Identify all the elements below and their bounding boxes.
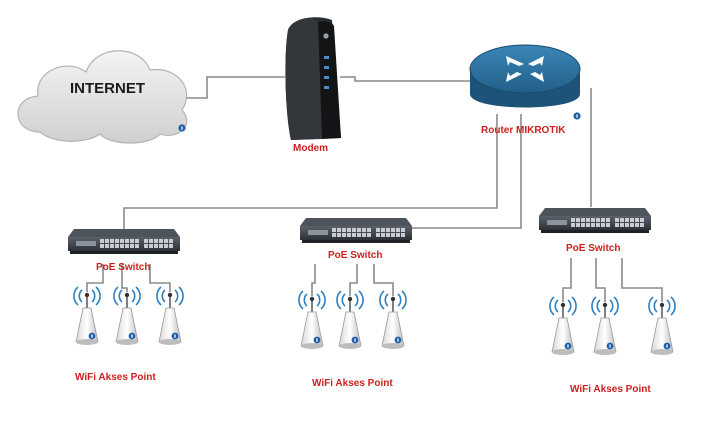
wifi-access-point-icon [336, 290, 364, 350]
cable-modem-router [340, 76, 472, 82]
cable-internet-modem [182, 76, 285, 99]
router-label: Router MIKROTIK [481, 125, 566, 136]
cable-sw1-ap1 [86, 264, 104, 292]
cable-sw2-ap3 [373, 264, 394, 296]
modem-icon [285, 17, 341, 141]
wifi-access-point-icon [379, 290, 407, 350]
cable-sw1-ap3 [149, 264, 171, 292]
cloud-icon [17, 50, 188, 144]
cable-sw3-ap3 [621, 258, 663, 302]
modem-label: Modem [293, 143, 328, 154]
switch-label-2: PoE Switch [328, 250, 383, 261]
cable-sw3-ap1 [562, 258, 572, 302]
cables [86, 76, 663, 302]
wifi-access-point-icon [73, 286, 101, 346]
poe-switch-icon [68, 229, 180, 254]
cable-sw2-ap1 [311, 264, 316, 296]
wifi-access-point-icon [156, 286, 184, 346]
poe-switch-icon [539, 208, 651, 233]
switch-label-3: PoE Switch [566, 243, 621, 254]
info-badge-icon [573, 112, 581, 120]
poe-switch-icon [300, 218, 412, 243]
router-icon [469, 44, 581, 108]
cable-sw3-ap2 [595, 258, 606, 302]
cable-sw2-ap2 [349, 264, 358, 296]
cable-router-switch1 [123, 114, 498, 229]
wifi-access-point-icon [298, 290, 326, 350]
switch-label-1: PoE Switch [96, 262, 151, 273]
internet-label: INTERNET [70, 80, 145, 97]
ap-group-label-1: WiFi Akses Point [75, 372, 156, 383]
ap-group-label-2: WiFi Akses Point [312, 378, 393, 389]
wifi-access-point-icon [648, 296, 676, 356]
wifi-access-point-icon [591, 296, 619, 356]
ap-group-label-3: WiFi Akses Point [570, 384, 651, 395]
wifi-access-point-icon [113, 286, 141, 346]
cable-sw1-ap2 [121, 264, 128, 292]
info-badge-icon [178, 124, 186, 132]
cable-router-switch2 [411, 114, 522, 229]
wifi-access-point-icon [549, 296, 577, 356]
